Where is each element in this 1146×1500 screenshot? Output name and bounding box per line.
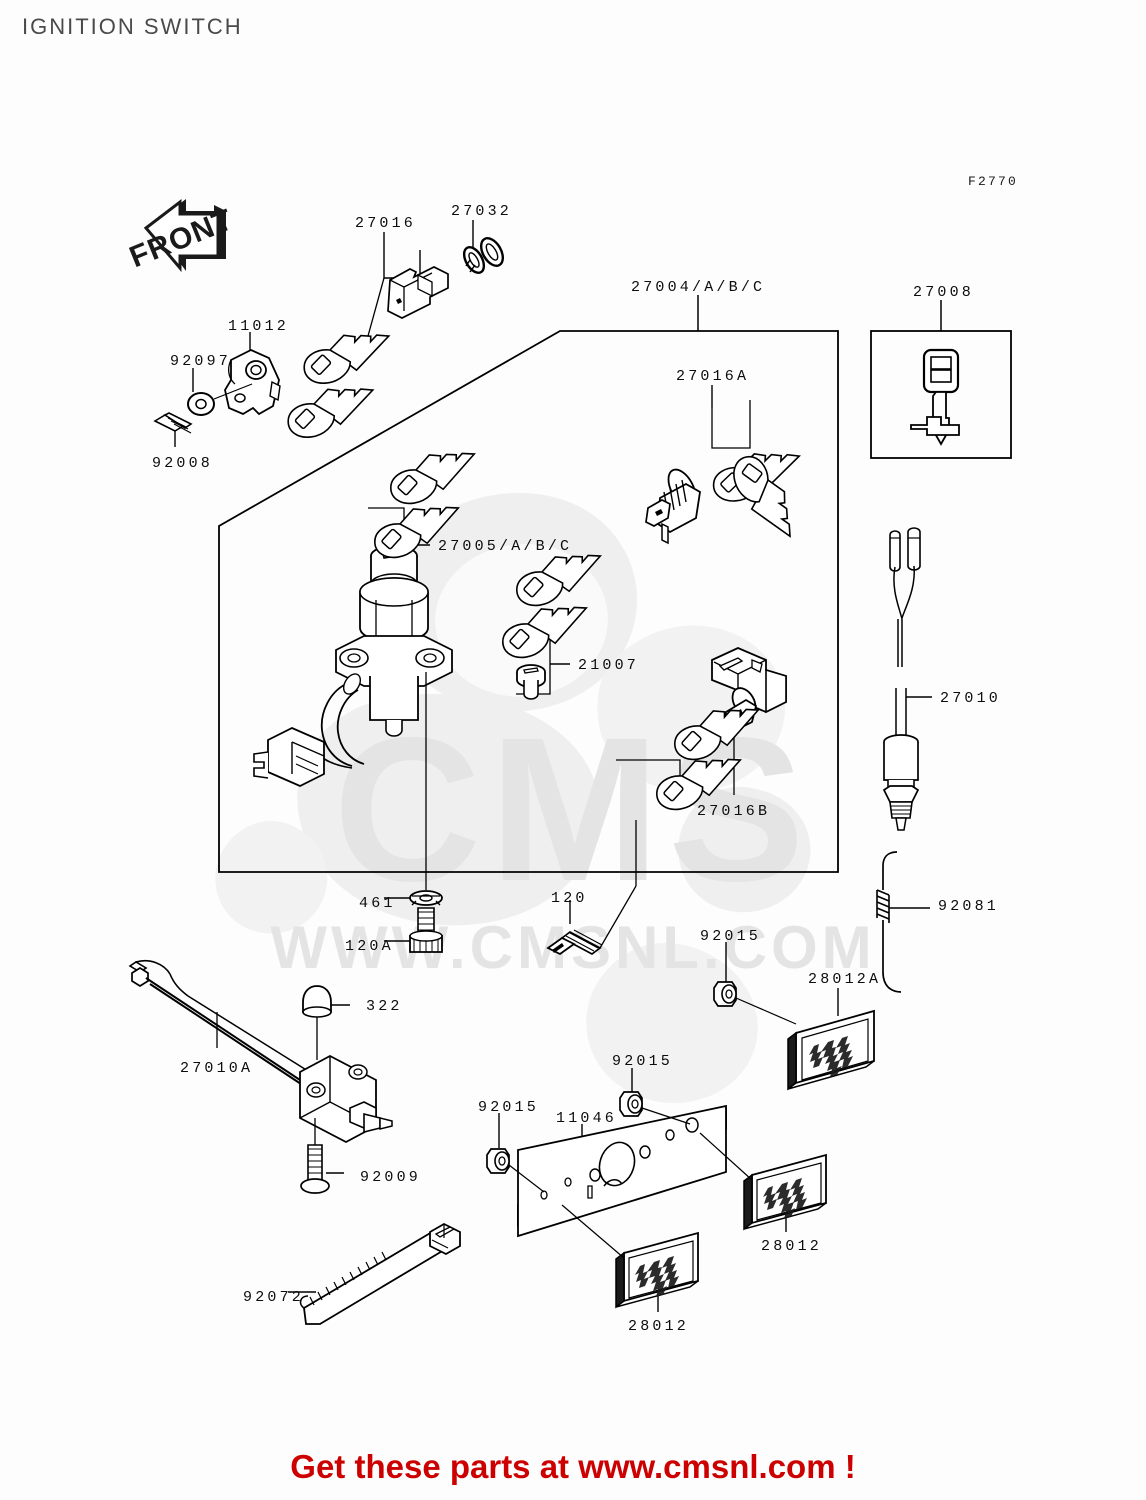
part-label-322: 322 xyxy=(366,998,403,1015)
helmet-lock-27016a xyxy=(645,385,808,549)
part-label-27008: 27008 xyxy=(913,284,975,301)
grommet-92015-left xyxy=(486,1113,545,1193)
front-arrow-icon: FRONT xyxy=(125,198,238,274)
part-label-28012a: 28012A xyxy=(808,971,882,988)
svg-text:FRONT: FRONT xyxy=(125,203,238,274)
part-label-92015-mid: 92015 xyxy=(612,1053,674,1070)
grommet-92015-top xyxy=(713,942,797,1025)
part-label-27016: 27016 xyxy=(355,215,417,232)
part-label-92097: 92097 xyxy=(170,353,232,370)
sheet-code: F2770 xyxy=(968,174,1019,189)
lock-cap-21007 xyxy=(516,637,570,700)
part-label-461: 461 xyxy=(359,895,396,912)
kit-outline-27004 xyxy=(218,330,839,873)
part-label-27016b: 27016B xyxy=(697,803,771,820)
page-title: IGNITION SWITCH xyxy=(22,14,243,39)
part-label-27004: 27004/A/B/C xyxy=(631,279,766,296)
bolt-92008 xyxy=(153,412,193,447)
part-label-27010: 27010 xyxy=(940,690,1002,707)
part-label-120a: 120A xyxy=(345,938,394,955)
key-blank-icon xyxy=(910,348,960,446)
part-label-92015-top: 92015 xyxy=(700,928,762,945)
oring-pair-27032 xyxy=(462,220,505,274)
lock-bracket-11012 xyxy=(224,332,281,416)
part-label-28012-right: 28012 xyxy=(761,1238,823,1255)
part-label-92008: 92008 xyxy=(152,455,214,472)
part-label-92009: 92009 xyxy=(360,1169,422,1186)
ignition-key-27005-a xyxy=(382,438,484,511)
seat-lock-27016b xyxy=(616,647,787,817)
reflector-28012a xyxy=(787,988,875,1091)
key-blank-box-27008 xyxy=(870,330,1012,459)
key-pair-27016-b xyxy=(280,374,382,445)
spring-92081 xyxy=(876,851,930,993)
brake-switch-27010 xyxy=(882,527,932,831)
reflector-28012-bottom xyxy=(561,1204,699,1312)
part-label-11046: 11046 xyxy=(556,1110,618,1127)
washer-92097 xyxy=(187,368,253,416)
cable-tie-92072 xyxy=(288,1222,461,1325)
footer-promo-text: Get these parts at www.cmsnl.com ! xyxy=(290,1448,856,1485)
part-label-27016a: 27016A xyxy=(676,368,750,385)
part-label-120: 120 xyxy=(551,890,588,907)
part-label-11012: 11012 xyxy=(228,318,290,335)
part-label-27005: 27005/A/B/C xyxy=(438,538,573,555)
reflector-bracket-11046 xyxy=(517,1104,727,1238)
part-label-92072: 92072 xyxy=(243,1289,305,1306)
watermark-graphic xyxy=(215,492,811,1104)
ignition-switch-body-27005 xyxy=(253,507,453,787)
key-pair-27016 xyxy=(296,320,398,391)
part-label-92081: 92081 xyxy=(938,898,1000,915)
key-21007-b xyxy=(494,592,596,665)
reflector-28012-right xyxy=(699,1132,827,1232)
bolt-120 xyxy=(546,820,637,956)
part-label-27010a: 27010A xyxy=(180,1060,254,1077)
rear-brake-switch-27010a xyxy=(128,959,393,1194)
steering-lock-cylinder-27016 xyxy=(383,232,449,319)
grommet-92015-mid xyxy=(619,1068,691,1125)
part-label-27032: 27032 xyxy=(451,203,513,220)
part-label-92015-left: 92015 xyxy=(478,1099,540,1116)
part-label-28012-bottom: 28012 xyxy=(628,1318,690,1335)
part-label-21007: 21007 xyxy=(578,657,640,674)
